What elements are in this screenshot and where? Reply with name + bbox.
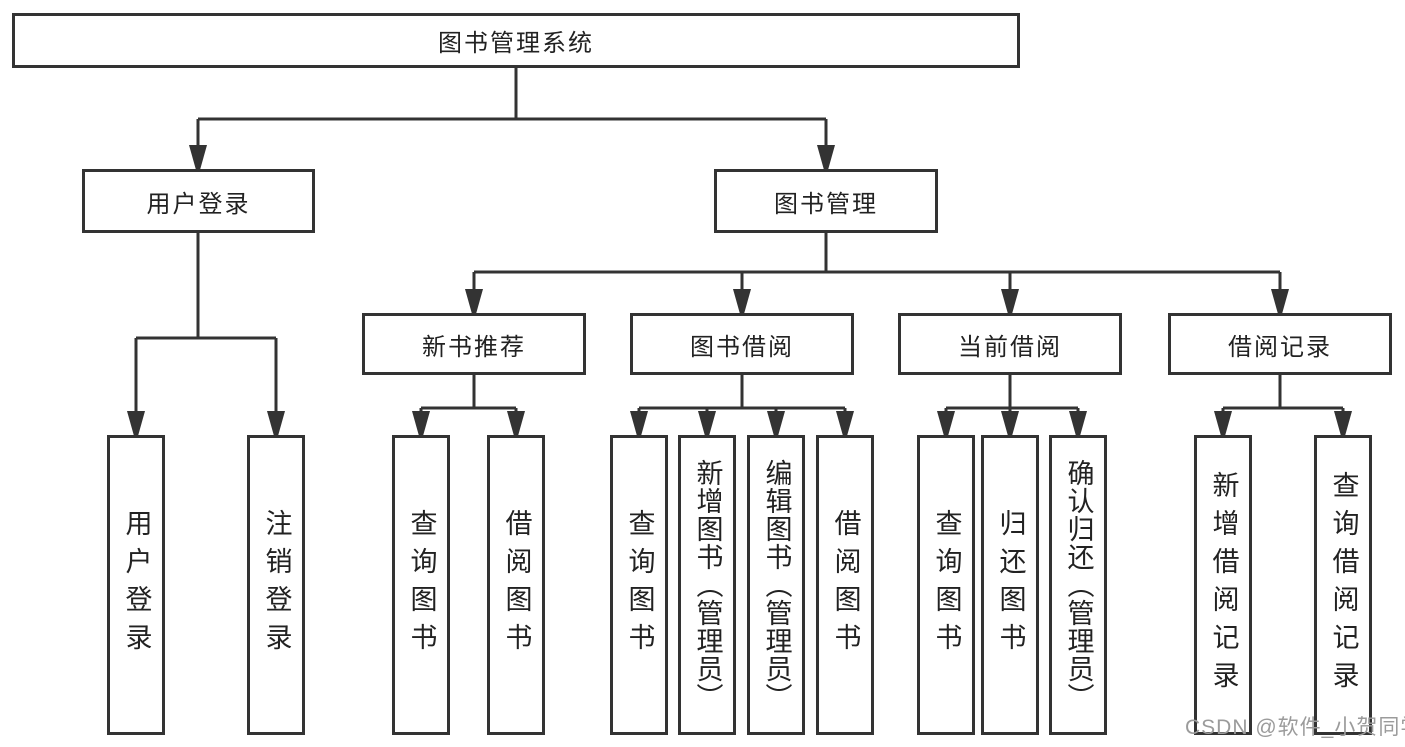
leaf-node-user-login: 用户登录: [107, 435, 165, 735]
connector-paths: [134, 68, 1345, 413]
leaf-node-return-books: 归还图书: [981, 435, 1039, 735]
leaf-label: 确认归还（管理员）: [1063, 459, 1094, 711]
arrow-heads: [127, 145, 1352, 436]
leaf-node-query-books-current: 查询图书: [917, 435, 975, 735]
leaf-label: 查询图书: [406, 509, 437, 661]
root-node-label: 图书管理系统: [438, 30, 594, 57]
leaf-node-add-books-admin: 新增图书（管理员）: [678, 435, 736, 735]
leaf-label: 借阅图书: [501, 509, 532, 661]
leaf-label: 注销登录: [261, 509, 292, 661]
node-new-book-recommend-label: 新书推荐: [422, 333, 526, 361]
leaf-node-logout: 注销登录: [247, 435, 305, 735]
leaf-node-add-borrow-record: 新增借阅记录: [1194, 435, 1252, 735]
leaf-node-borrow-books-recommend: 借阅图书: [487, 435, 545, 735]
leaf-label: 编辑图书（管理员）: [761, 459, 792, 711]
node-book-management: 图书管理: [714, 169, 938, 233]
node-borrow-records: 借阅记录: [1168, 313, 1392, 375]
node-current-borrowing: 当前借阅: [898, 313, 1122, 375]
root-node-library-system: 图书管理系统: [12, 13, 1020, 68]
node-book-management-label: 图书管理: [774, 190, 878, 218]
leaf-label: 新增图书（管理员）: [692, 459, 723, 711]
node-borrow-records-label: 借阅记录: [1228, 333, 1332, 361]
node-book-borrowing: 图书借阅: [630, 313, 854, 375]
node-current-borrowing-label: 当前借阅: [958, 333, 1062, 361]
leaf-node-confirm-return-admin: 确认归还（管理员）: [1049, 435, 1107, 735]
node-user-login: 用户登录: [82, 169, 315, 233]
leaf-label: 新增借阅记录: [1208, 471, 1239, 699]
leaf-label: 查询借阅记录: [1328, 471, 1359, 699]
leaf-label: 查询图书: [624, 509, 655, 661]
leaf-label: 借阅图书: [830, 509, 861, 661]
csdn-watermark: CSDN @软件_小贺同学: [1185, 716, 1405, 739]
leaf-label: 用户登录: [121, 509, 152, 661]
leaf-node-query-books-borrowing: 查询图书: [610, 435, 668, 735]
leaf-label: 归还图书: [995, 509, 1026, 661]
node-user-login-label: 用户登录: [146, 190, 251, 218]
leaf-label: 查询图书: [931, 509, 962, 661]
node-new-book-recommend: 新书推荐: [362, 313, 586, 375]
node-book-borrowing-label: 图书借阅: [690, 333, 794, 361]
leaf-node-query-books-recommend: 查询图书: [392, 435, 450, 735]
leaf-node-borrow-books: 借阅图书: [816, 435, 874, 735]
leaf-node-edit-books-admin: 编辑图书（管理员）: [747, 435, 805, 735]
leaf-node-query-borrow-record: 查询借阅记录: [1314, 435, 1372, 735]
